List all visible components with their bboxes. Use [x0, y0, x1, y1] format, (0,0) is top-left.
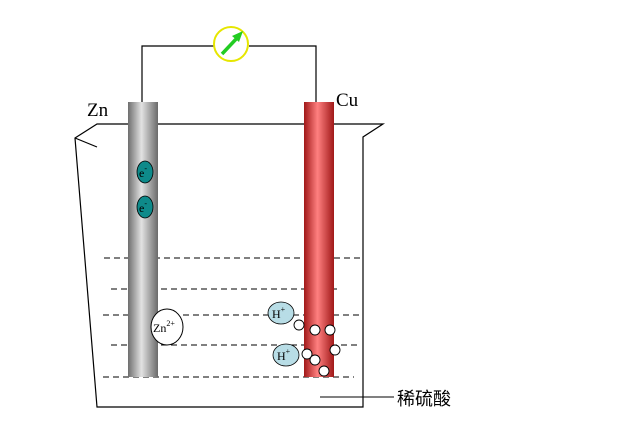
zinc-ion-charge: 2+ [166, 319, 175, 328]
hydrogen-ion-charge: + [281, 305, 286, 314]
svg-text:H+: H+ [272, 305, 286, 321]
electron-charge: - [144, 199, 147, 208]
svg-text:e-: e- [139, 199, 147, 215]
svg-text:Zn2+: Zn2+ [153, 319, 175, 335]
electron: e- [136, 160, 154, 184]
copper-electrode [304, 102, 334, 377]
zn-label: Zn [87, 100, 109, 121]
bubble [293, 319, 305, 331]
electron-symbol: e [139, 201, 144, 215]
bubble [309, 354, 321, 366]
wire [249, 45, 317, 102]
wire [141, 45, 214, 102]
zinc-ion: Zn2+ [150, 308, 184, 346]
electron: e- [136, 195, 154, 219]
beaker [74, 123, 386, 408]
hydrogen-ion-symbol: H [277, 349, 286, 363]
hydrogen-bubbles [293, 319, 341, 377]
hydrogen-ion-charge: + [286, 347, 291, 356]
solution-label: 稀硫酸 [397, 389, 451, 410]
bubble [324, 324, 336, 336]
beaker-rim-lip [74, 137, 98, 148]
hydrogen-ion: H+ [272, 343, 300, 367]
bubble [301, 348, 313, 360]
electron-charge: - [144, 164, 147, 173]
hydrogen-ion-symbol: H [272, 307, 281, 321]
cu-label: Cu [336, 90, 359, 111]
zinc-ion-symbol: Zn [153, 321, 166, 335]
bubble [309, 324, 321, 336]
bubble [318, 365, 330, 377]
svg-text:e-: e- [139, 164, 147, 180]
galvanometer-icon [213, 26, 249, 62]
svg-text:H+: H+ [277, 347, 291, 363]
hydrogen-ion: H+ [267, 301, 295, 325]
electron-symbol: e [139, 166, 144, 180]
bubble [329, 344, 341, 356]
